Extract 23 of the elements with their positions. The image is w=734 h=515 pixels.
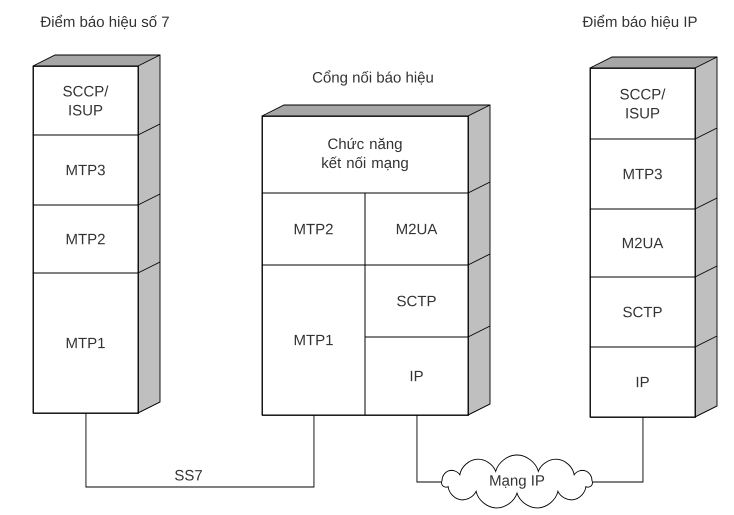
protocol-layer: SCCP/ ISUP [620, 88, 666, 118]
protocol-layer: M2UA [396, 224, 438, 234]
protocol-layer: MTP2 [66, 234, 105, 244]
protocol-layer: M2UA [622, 238, 664, 248]
connector-line [416, 414, 442, 482]
protocol-layer: SCTP [623, 306, 662, 318]
protocol-layer: IP [636, 376, 649, 388]
protocol-layer: SCCP/ ISUP [63, 86, 108, 116]
connector-line [592, 416, 644, 482]
protocol-layer: SCTP [397, 296, 436, 306]
protocol-layer: MTP3 [66, 164, 105, 176]
protocol-layer: MTP2 [294, 224, 333, 234]
protocol-layer: IP [410, 370, 423, 382]
node-label: Cổng nối báo hiệu [312, 70, 433, 86]
protocol-layer: MTP3 [624, 168, 662, 180]
network-cloud: Mạng IP [441, 454, 593, 508]
edge-label: SS7 [175, 470, 202, 481]
protocol-layer: MTP1 [294, 334, 333, 346]
protocol-layer: Chức năng kết nối mạng [322, 138, 408, 172]
connector-line [86, 412, 314, 488]
node-label: Điểm báo hiệu IP [582, 14, 697, 30]
node-label: Điểm báo hiệu số 7 [40, 14, 169, 30]
protocol-layer: MTP1 [66, 338, 105, 348]
